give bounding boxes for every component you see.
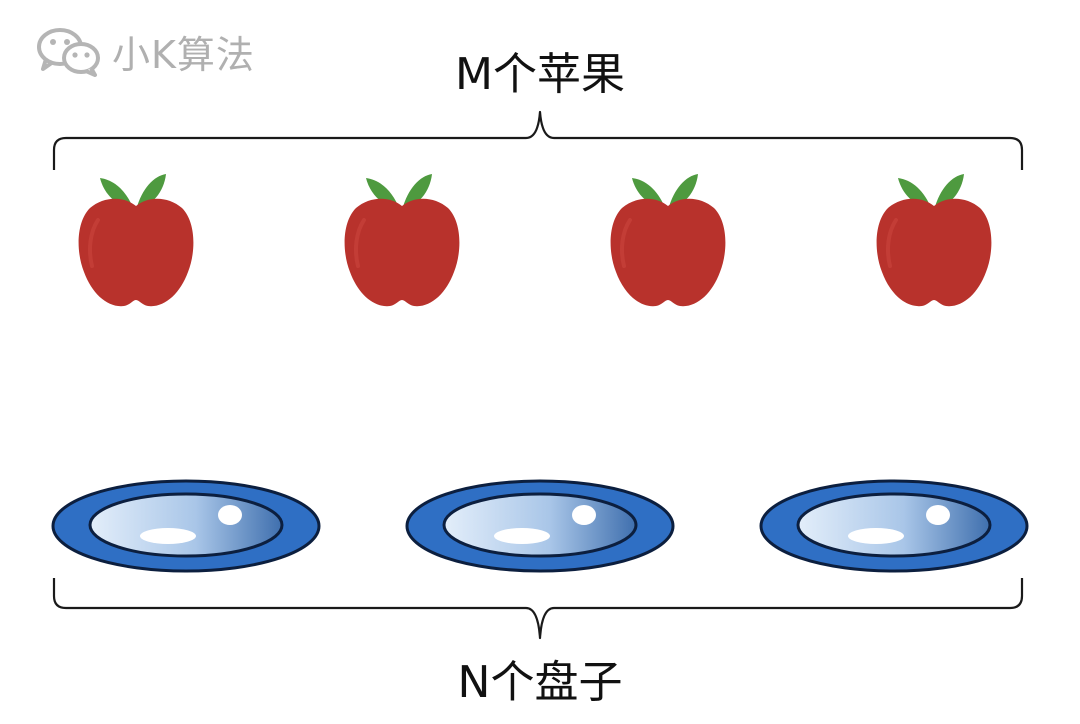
apple-icon <box>872 172 996 312</box>
apple-icon <box>74 172 198 312</box>
apple-icon <box>340 172 464 312</box>
plates-label: N个盘子 <box>457 657 623 708</box>
watermark: 小K算法 <box>36 22 255 80</box>
watermark-text: 小K算法 <box>112 32 255 77</box>
wechat-icon <box>37 28 100 77</box>
plate-icon <box>758 478 1030 574</box>
plate-icon <box>50 478 322 574</box>
plate-icon <box>404 478 676 574</box>
apple-icon <box>606 172 730 312</box>
apples-label: M个苹果 <box>455 49 625 100</box>
